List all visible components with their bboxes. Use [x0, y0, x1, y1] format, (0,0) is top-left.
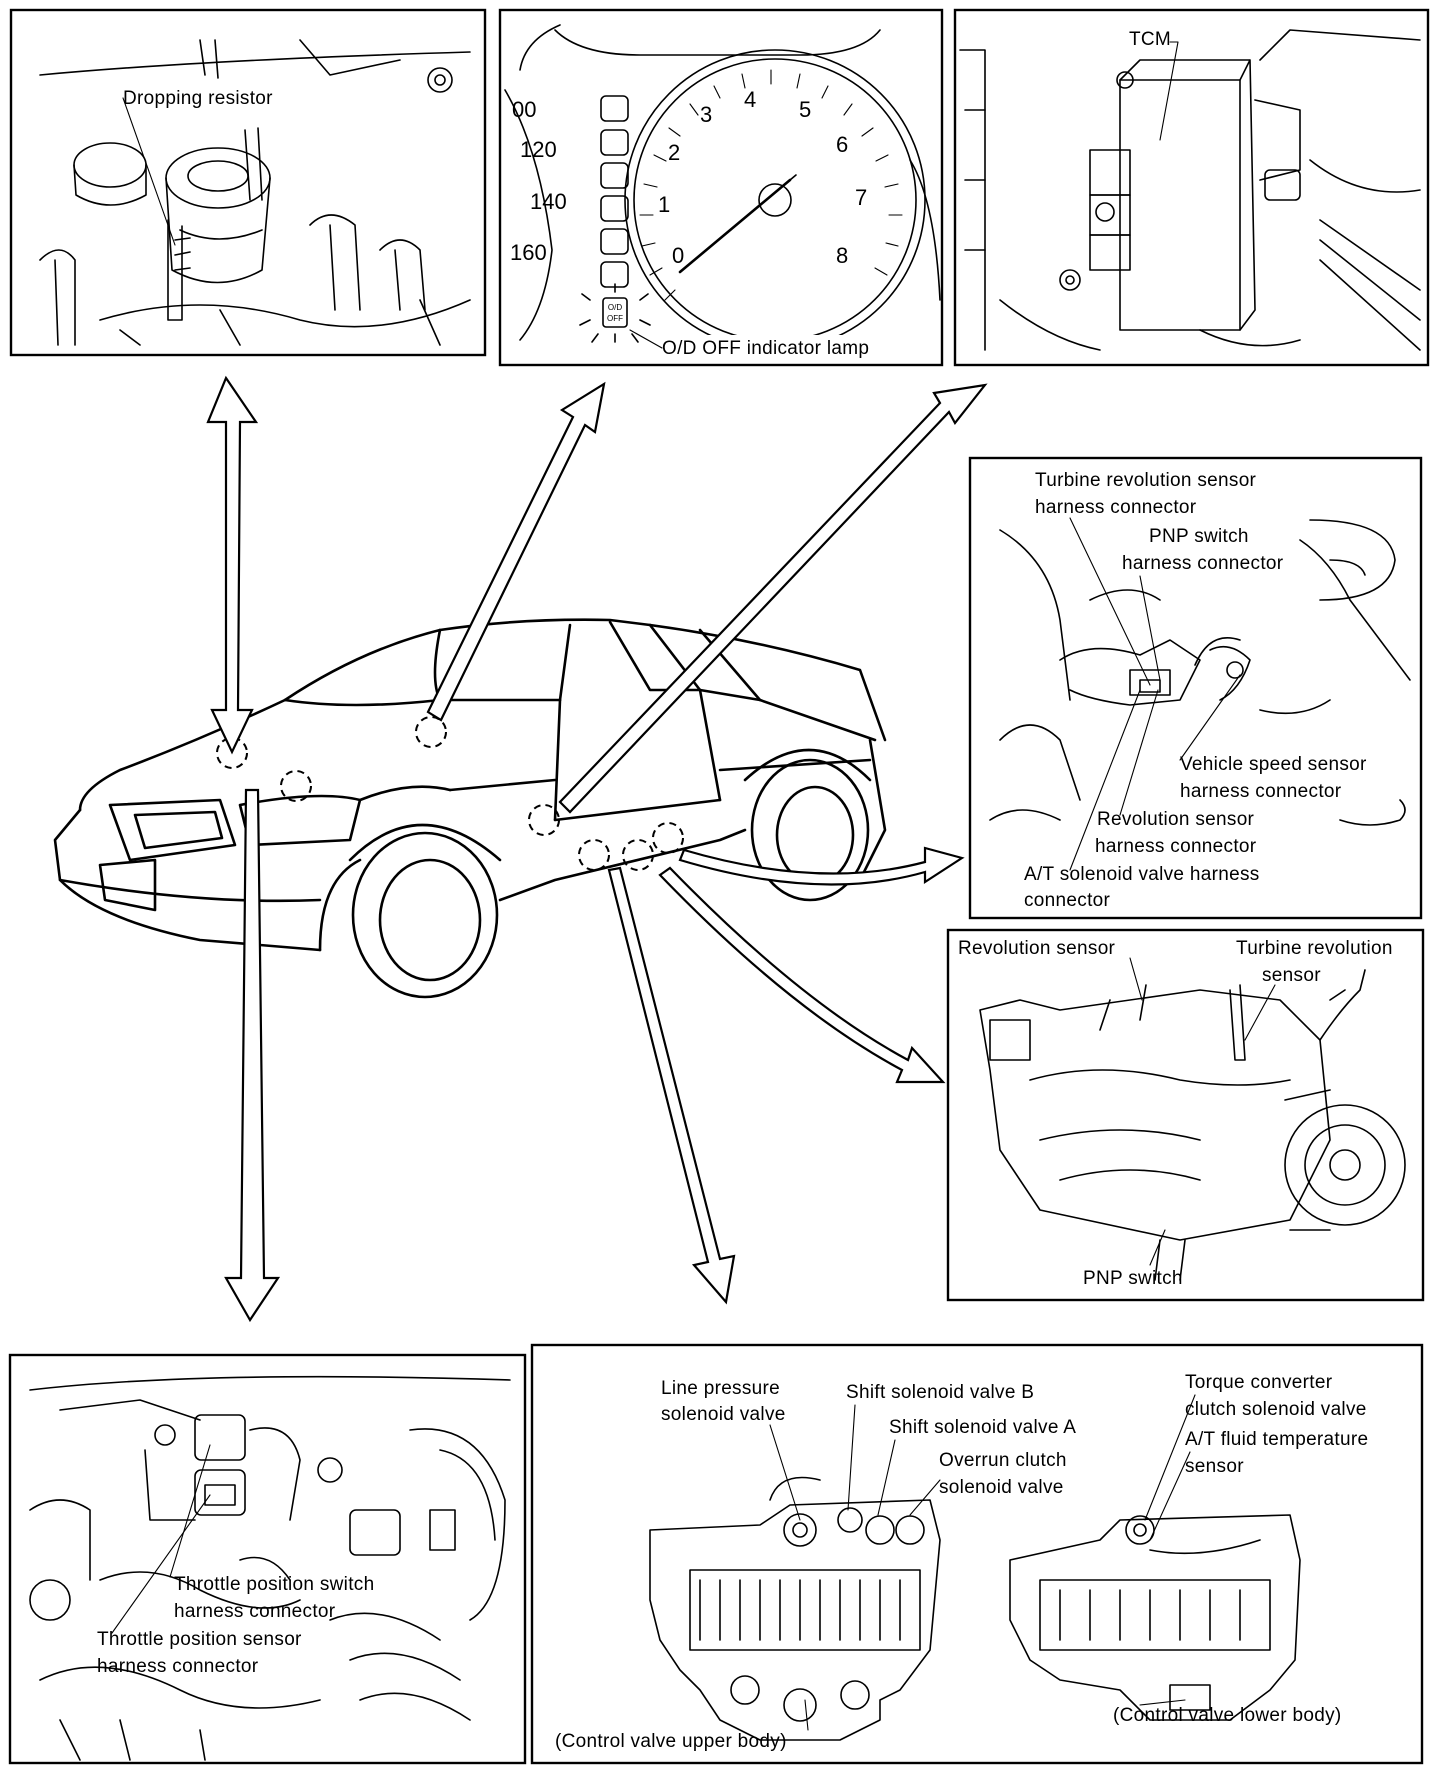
- throttle-switch-label-line1: Throttle position switch: [174, 1574, 374, 1595]
- throttle-sensor-label-line1: Throttle position sensor: [97, 1629, 302, 1650]
- fluid-temp-label-line2: sensor: [1185, 1456, 1244, 1477]
- harness-connectors-panel: Turbine revolution sensor harness connec…: [968, 456, 1423, 920]
- solenoid-connector-label-line1: A/T solenoid valve harness: [1024, 864, 1260, 885]
- trans-pnp-switch-label: PNP switch: [1083, 1268, 1183, 1289]
- vehicle-illustration: [53, 618, 887, 999]
- shift-solenoid-a-label: Shift solenoid valve A: [889, 1417, 1076, 1438]
- pnp-connector-label-line1: PNP switch: [1149, 526, 1249, 547]
- vehicle-speed-connector-label-line2: harness connector: [1180, 781, 1342, 802]
- overrun-clutch-label-line2: solenoid valve: [939, 1477, 1064, 1498]
- overrun-clutch-label-line1: Overrun clutch: [939, 1450, 1067, 1471]
- control-valve-panel: Line pressure solenoid valve Shift solen…: [530, 1343, 1424, 1765]
- transmission-panel: Revolution sensor Turbine revolution sen…: [946, 928, 1425, 1302]
- line-pressure-label-line2: solenoid valve: [661, 1404, 786, 1425]
- turbine-connector-label-line1: Turbine revolution sensor: [1035, 470, 1257, 491]
- od-off-lamp-label: O/D OFF indicator lamp: [662, 338, 869, 359]
- rpm-tick-8: 8: [836, 243, 848, 268]
- rpm-tick-5: 5: [799, 97, 811, 122]
- trans-turbine-sensor-label-line2: sensor: [1262, 965, 1321, 986]
- rpm-tick-4: 4: [744, 87, 756, 112]
- rpm-tick-1: 1: [658, 192, 670, 217]
- pnp-connector-label-line2: harness connector: [1122, 553, 1284, 574]
- rpm-tick-0: 0: [672, 243, 684, 268]
- turbine-connector-label-line2: harness connector: [1035, 497, 1197, 518]
- speed-tick-00: 00: [512, 97, 536, 122]
- rpm-tick-6: 6: [836, 132, 848, 157]
- torque-converter-label-line1: Torque converter: [1185, 1372, 1333, 1393]
- revolution-connector-label-line2: harness connector: [1095, 836, 1257, 857]
- rpm-tick-7: 7: [855, 185, 867, 210]
- rpm-tick-3: 3: [700, 102, 712, 127]
- od-off-lamp-panel: O/D OFF 00 120 140 160 0 1 2 3 4 5 6 7 8…: [498, 8, 944, 367]
- speed-tick-120: 120: [520, 137, 557, 162]
- arrow-od-lamp: [426, 381, 606, 722]
- shift-solenoid-b-label: Shift solenoid valve B: [846, 1382, 1034, 1403]
- revolution-connector-label-line1: Revolution sensor: [1097, 809, 1255, 830]
- rpm-tick-2: 2: [668, 140, 680, 165]
- trans-revolution-sensor-label: Revolution sensor: [958, 938, 1116, 959]
- fluid-temp-label-line1: A/T fluid temperature: [1185, 1429, 1368, 1450]
- arrow-transmission: [658, 866, 946, 1084]
- speed-tick-140: 140: [530, 189, 567, 214]
- location-markers: [216, 716, 684, 871]
- tachometer-ticks: [639, 69, 903, 301]
- dropping-resistor-panel: Dropping resistor: [9, 8, 487, 357]
- control-valve-lower-caption: (Control valve lower body): [1113, 1705, 1342, 1726]
- warning-lamp-column: [579, 95, 651, 343]
- torque-converter-label-line2: clutch solenoid valve: [1185, 1399, 1367, 1420]
- arrow-tcm: [558, 383, 988, 814]
- dropping-resistor-label: Dropping resistor: [123, 88, 273, 109]
- throttle-sensor-label-line2: harness connector: [97, 1656, 259, 1677]
- line-pressure-label-line1: Line pressure: [661, 1378, 780, 1399]
- solenoid-connector-label-line2: connector: [1024, 890, 1111, 911]
- arrow-dropping-resistor: [206, 375, 259, 755]
- throttle-panel: Throttle position switch harness connect…: [8, 1353, 527, 1765]
- trans-turbine-sensor-label-line1: Turbine revolution: [1236, 938, 1393, 959]
- vehicle-speed-connector-label-line1: Vehicle speed sensor: [1180, 754, 1367, 775]
- throttle-switch-label-line2: harness connector: [174, 1601, 336, 1622]
- speed-tick-160: 160: [510, 240, 547, 265]
- tcm-label: TCM: [1129, 29, 1171, 50]
- od-lamp-text-bottom: OFF: [607, 314, 623, 323]
- od-lamp-text-top: O/D: [608, 303, 622, 312]
- tcm-panel: TCM: [953, 8, 1430, 367]
- arrow-connectors: [678, 846, 965, 886]
- arrow-throttle: [224, 788, 281, 1323]
- pointer-arrows: [206, 375, 988, 1323]
- arrow-control-valve: [607, 866, 736, 1305]
- control-valve-upper-body: [649, 1476, 941, 1741]
- control-valve-upper-caption: (Control valve upper body): [555, 1731, 787, 1752]
